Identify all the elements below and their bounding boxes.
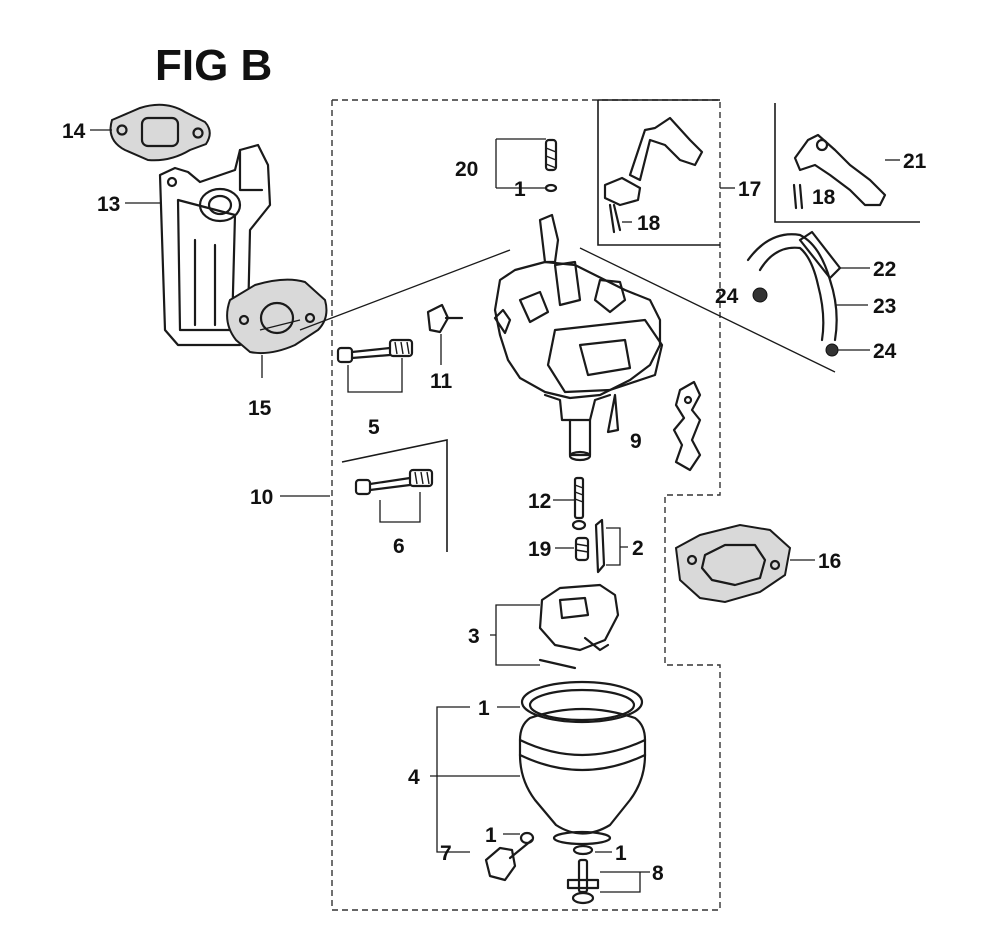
- callout-24-lower: 24: [873, 340, 897, 363]
- callout-13: 13: [97, 193, 120, 216]
- callout-14: 14: [62, 120, 86, 143]
- part-4-float-bowl: [518, 707, 647, 846]
- callout-10: 10: [250, 486, 273, 509]
- callout-18-right: 18: [812, 186, 836, 209]
- carburetor-assembly-boundary: [331, 99, 721, 911]
- leader-gasket-to-carb-b: [259, 319, 301, 331]
- part-7-drain-screw: [484, 831, 535, 882]
- callout-1-bowl: 1: [478, 697, 490, 720]
- leader-carb-to-hose: [579, 247, 836, 373]
- part-carburetor-body: [493, 213, 664, 462]
- callout-6: 6: [393, 535, 405, 558]
- part-23-hose: [746, 233, 838, 342]
- callout-24-upper: 24: [715, 285, 739, 308]
- callout-11: 11: [430, 370, 453, 393]
- part-14-gasket: [109, 103, 211, 162]
- figure-title: FIG B: [155, 41, 272, 90]
- part-9-float-clip: [672, 380, 702, 472]
- callout-1-top: 1: [514, 178, 526, 201]
- leader-3-bracket: [490, 604, 540, 666]
- part-17-group-box: [597, 99, 720, 246]
- callout-12: 12: [528, 490, 551, 513]
- callout-21: 21: [903, 150, 927, 173]
- part-19-spring: [574, 536, 590, 562]
- part-17-choke-lever: [603, 116, 704, 207]
- callout-22: 22: [873, 258, 896, 281]
- part-2-needle: [594, 518, 606, 574]
- callout-3: 3: [468, 625, 480, 648]
- part-12-jet: [571, 476, 587, 531]
- part-1-oring: [520, 680, 644, 724]
- callout-8: 8: [652, 862, 664, 885]
- callout-20: 20: [455, 158, 478, 181]
- leader-gasket-to-carb-a: [299, 249, 511, 331]
- leader-4-bracket: [430, 706, 520, 853]
- part-20-screw: [544, 138, 558, 193]
- part-21-group-box: [774, 103, 920, 223]
- part-24-clip-upper: [752, 287, 768, 303]
- part-21-throttle-lever: [793, 133, 887, 207]
- callout-2: 2: [632, 537, 644, 560]
- part-18-spring-left: [608, 203, 622, 234]
- callout-23: 23: [873, 295, 896, 318]
- callout-18-left: 18: [637, 212, 661, 235]
- part-5-pilot-screw: [336, 338, 414, 364]
- callout-4: 4: [408, 766, 420, 789]
- part-6-group-box: [341, 439, 448, 552]
- part-6-screw: [354, 468, 434, 496]
- callout-1-bolt: 1: [615, 842, 627, 865]
- leader-2-bracket: [606, 527, 628, 566]
- callout-1-drain: 1: [485, 824, 497, 847]
- leader-5-bracket: [347, 358, 403, 393]
- callout-16: 16: [818, 550, 841, 573]
- part-16-gasket: [674, 523, 792, 604]
- part-15-gasket: [226, 278, 328, 355]
- part-8-bolt: [566, 844, 600, 905]
- callout-7: 7: [440, 842, 452, 865]
- leader-20-bracket: [495, 138, 546, 189]
- part-11-screw: [426, 303, 464, 334]
- part-18-spring-right: [792, 183, 804, 210]
- callout-19: 19: [528, 538, 551, 561]
- part-3-float: [538, 583, 620, 670]
- callout-17: 17: [738, 178, 761, 201]
- part-24-clip-lower: [825, 343, 839, 357]
- callout-5: 5: [368, 416, 380, 439]
- callout-9: 9: [630, 430, 642, 453]
- callout-15: 15: [248, 397, 272, 420]
- leader-6-bracket: [379, 492, 421, 523]
- leader-8-bracket: [600, 871, 650, 893]
